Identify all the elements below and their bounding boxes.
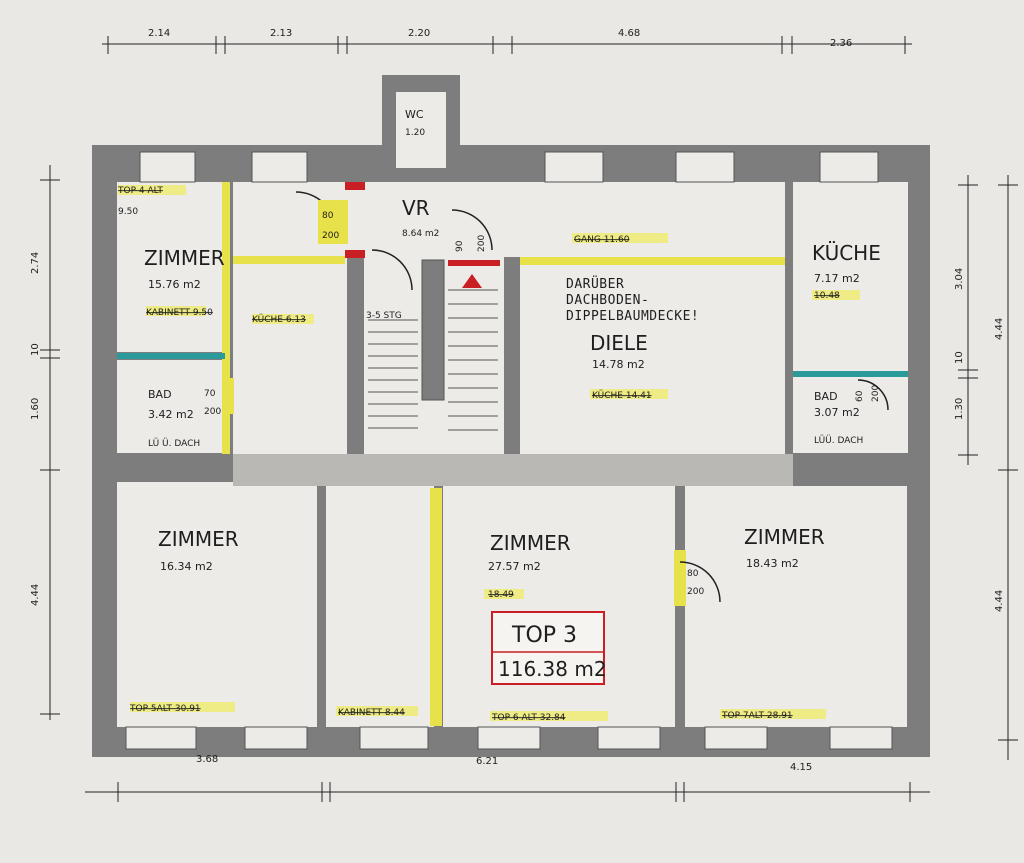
- new-walls: [222, 182, 785, 726]
- room-name-zimmer-br: ZIMMER: [744, 525, 825, 549]
- windows: [125, 151, 893, 750]
- room-diele: [520, 264, 785, 456]
- dimension-lines: [40, 36, 1018, 802]
- room-area-diele: 14.78 m2: [592, 358, 645, 371]
- old-area-zimmer-bc: 18.49: [488, 590, 514, 600]
- note-darueber: DARÜBER: [566, 275, 624, 292]
- room-area-zimmer-bc: 27.57 m2: [488, 560, 541, 573]
- dim-left-1: 2.74: [30, 252, 41, 274]
- room-name-zimmer-tl: ZIMMER: [144, 246, 225, 270]
- dim-right-inner-1: 3.04: [954, 268, 965, 290]
- room-area-wc: 1.20: [405, 128, 425, 138]
- dim-right-outer-1: 4.44: [994, 318, 1005, 340]
- room-area-zimmer-bl: 16.34 m2: [160, 560, 213, 573]
- dim-top-2: 2.13: [270, 28, 292, 39]
- old-kueche-diele: KÜCHE 14.41: [592, 390, 652, 401]
- dim-top-4: 4.68: [618, 28, 640, 39]
- top-box-area: 116.38 m2: [498, 657, 607, 681]
- room-name-zimmer-bc: ZIMMER: [490, 531, 571, 555]
- room-name-diele: DIELE: [590, 331, 648, 355]
- room-name-vr: VR: [402, 196, 430, 220]
- old-kabinett: KABINETT 8.44: [338, 708, 405, 718]
- room-zimmer-br: [685, 486, 907, 727]
- dim-right-inner-2: 10: [954, 351, 965, 364]
- room-note-bad-left: LÜ Ü. DACH: [148, 438, 200, 449]
- door3-height: 200: [204, 407, 221, 417]
- room-name-bad-right: BAD: [814, 390, 838, 403]
- room-name-zimmer-bl: ZIMMER: [158, 527, 239, 551]
- room-name-wc: WC: [405, 108, 424, 121]
- partition-right: [793, 371, 908, 377]
- room-vr-gang: [347, 182, 785, 257]
- room-bad-left: [117, 360, 225, 453]
- room-name-kueche: KÜCHE: [812, 241, 881, 265]
- partition-left: [117, 353, 225, 359]
- room-name-bad-left: BAD: [148, 388, 172, 401]
- room-area-zimmer-tl: 15.76 m2: [148, 278, 201, 291]
- dim-left-4: 4.44: [30, 584, 41, 606]
- door1-height: 200: [322, 231, 339, 241]
- room-note-bad-right: LÜÜ. DACH: [814, 435, 863, 446]
- old-kueche-right: 10.48: [814, 291, 840, 301]
- old-label-top4: TOP 4 ALT: [117, 186, 163, 196]
- note-dippelbaum: DIPPELBAUMDECKE!: [566, 309, 699, 324]
- room-area-bad-right: 3.07 m2: [814, 406, 860, 419]
- room-bad-right: [793, 377, 908, 453]
- door1-width: 80: [322, 211, 334, 221]
- room-area-bad-left: 3.42 m2: [148, 408, 194, 421]
- old-top6: TOP 6 ALT 32.84: [491, 713, 566, 723]
- old-gang: GANG 11.60: [574, 235, 630, 245]
- red-markers: [345, 182, 500, 288]
- old-top5: TOP 5ALT 30.91: [129, 704, 201, 714]
- dim-right-inner-3: 1.30: [954, 398, 965, 420]
- door4-height: 200: [687, 587, 704, 597]
- old-kueche-left: KÜCHE 6.13: [252, 314, 306, 325]
- top-box-title: TOP 3: [511, 623, 577, 648]
- room-zimmer-tl: [117, 182, 225, 352]
- top-box: TOP 3 116.38 m2: [491, 611, 607, 685]
- dim-bottom-3: 4.15: [790, 762, 812, 773]
- dim-bottom-2: 6.21: [476, 756, 498, 767]
- door4-width: 80: [687, 569, 699, 579]
- door3-width: 70: [204, 389, 216, 399]
- dim-right-outer-2: 4.44: [994, 590, 1005, 612]
- dimension-labels: 2.14 2.13 2.20 4.68 2.36 3.68 6.21 4.15 …: [30, 28, 1005, 773]
- room-zimmer-bl: [117, 482, 317, 727]
- dim-left-3: 1.60: [30, 398, 41, 420]
- room-zimmer-bc: [443, 486, 675, 727]
- room-wc: [396, 92, 446, 168]
- dim-left-2: 10: [30, 343, 41, 356]
- old-top7: TOP 7ALT 28.91: [721, 711, 793, 721]
- door-labels: 80 200 90 200 70 200 80 200 60 200: [204, 200, 881, 597]
- room-note-zimmer-tl: KABINETT 9.50: [146, 308, 213, 318]
- room-area-vr: 8.64 m2: [402, 229, 439, 239]
- room-kabinett: [326, 486, 434, 727]
- old-area-top4: 9.50: [118, 207, 138, 217]
- room-kueche: [793, 182, 908, 372]
- highlight-strips: [118, 185, 860, 721]
- door2-width: 90: [455, 240, 465, 252]
- stair-treads: [368, 259, 498, 431]
- door5-width: 60: [855, 390, 865, 402]
- dim-top-1: 2.14: [148, 28, 170, 39]
- stair-note: 3-5 STG: [366, 311, 402, 321]
- room-area-kueche: 7.17 m2: [814, 272, 860, 285]
- door5-height: 200: [871, 385, 881, 402]
- dim-top-3: 2.20: [408, 28, 430, 39]
- room-area-zimmer-br: 18.43 m2: [746, 557, 799, 570]
- room-labels: TOP 4 ALT 9.50 ZIMMER 15.76 m2 KABINETT …: [117, 108, 881, 723]
- dim-bottom-1: 3.68: [196, 754, 218, 765]
- walls: [92, 75, 930, 757]
- dim-top-5: 2.36: [830, 38, 852, 49]
- note-dachboden: DACHBODEN-: [566, 293, 649, 308]
- door2-height: 200: [477, 235, 487, 252]
